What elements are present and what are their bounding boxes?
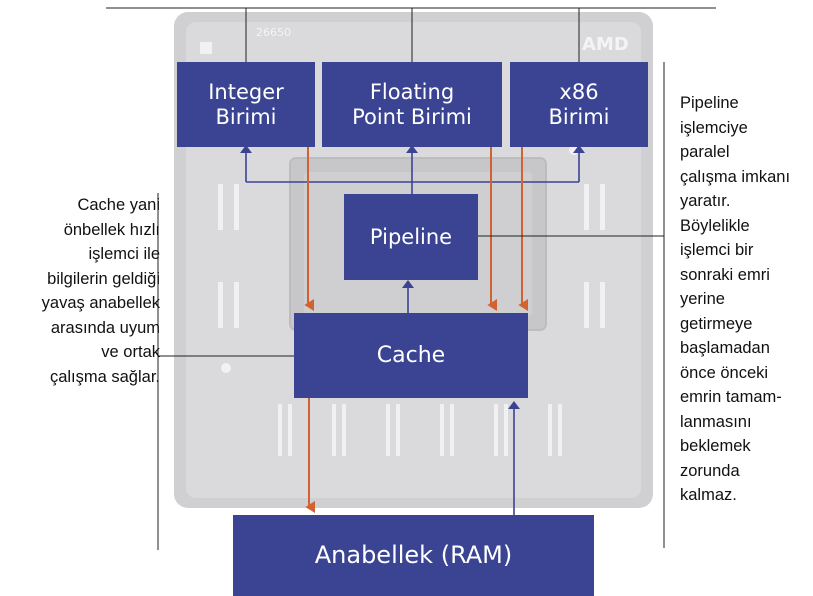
x86-unit-label: x86 Birimi [548,80,610,129]
x86-unit-box: x86 Birimi [510,62,648,147]
amd-logo: AMD [582,34,629,55]
pipeline-description: Pipeline işlemciye paralel çalışma imkan… [680,91,810,508]
down-arrows [304,147,528,513]
pipeline-description-text: Pipeline işlemciye paralel çalışma imkan… [680,94,791,504]
pipeline-label: Pipeline [369,224,453,249]
pipeline-feedback-bus [245,150,580,313]
integer-unit-box: Integer Birimi [177,62,315,147]
chip-part-number: 26650 [256,26,291,39]
floating-point-unit-label: Floating Point Birimi [352,80,472,129]
callout-lines [157,62,665,550]
cache-box: Cache [294,313,528,398]
cache-description-text: Cache yani önbellek hızlı işlemci ile bi… [41,196,160,386]
integer-unit-label: Integer Birimi [208,80,284,129]
floating-point-unit-box: Floating Point Birimi [322,62,502,147]
cache-description: Cache yani önbellek hızlı işlemci ile bi… [0,193,160,389]
ram-label: Anabellek (RAM) [314,540,513,569]
pipeline-box: Pipeline [344,194,478,280]
cache-label: Cache [376,342,446,368]
ram-box: Anabellek (RAM) [233,515,594,596]
top-bus-lines [106,7,716,62]
up-arrowheads [240,145,585,409]
